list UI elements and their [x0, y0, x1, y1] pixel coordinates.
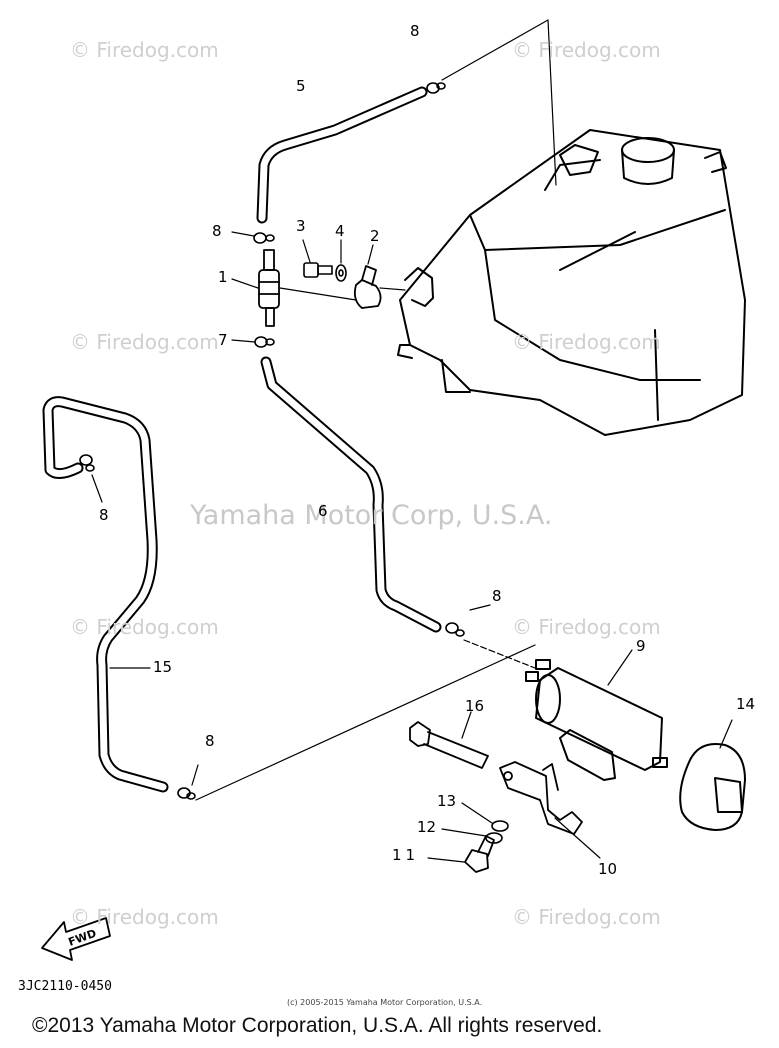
small-copyright: (c) 2005-2015 Yamaha Motor Corporation, …	[287, 998, 483, 1007]
washer-4	[335, 264, 347, 282]
fuel-tank-outline	[397, 129, 746, 436]
callout-5: 5	[296, 77, 306, 95]
bolt-11	[464, 835, 495, 873]
callout-8: 8	[212, 222, 222, 240]
bracket-10	[499, 761, 583, 835]
tank-bracket	[404, 267, 434, 307]
callout-8: 8	[492, 587, 502, 605]
clip-8-top	[426, 82, 446, 94]
callout-8: 8	[410, 22, 420, 40]
watermark-firedog: © Firedog.com	[70, 330, 219, 354]
clamp-2	[353, 265, 382, 309]
watermark-firedog: © Firedog.com	[512, 330, 661, 354]
watermark-firedog: © Firedog.com	[512, 615, 661, 639]
callout-8: 8	[99, 506, 109, 524]
watermark-yamaha: Yamaha Motor Corp, U.S.A.	[190, 500, 553, 531]
fuel-tank-cap	[621, 137, 675, 185]
clip-8-middle	[445, 622, 465, 637]
callout-6: 6	[318, 502, 328, 520]
callout-8: 8	[205, 732, 215, 750]
fuel-filter-1	[258, 249, 280, 327]
footer-copyright: ©2013 Yamaha Motor Corporation, U.S.A. A…	[32, 1014, 603, 1037]
callout-3: 3	[296, 217, 306, 235]
leader-top-clip	[441, 19, 549, 81]
callout-1: 1	[218, 268, 228, 286]
callout-14: 14	[736, 695, 756, 713]
tank-neck	[704, 151, 727, 173]
fwd-arrow	[41, 917, 111, 961]
watermark-firedog: © Firedog.com	[70, 905, 219, 929]
fuel-pump-9	[525, 659, 668, 781]
bolt-3	[303, 262, 333, 278]
callout-16: 16	[465, 697, 485, 715]
clip-8-bottom	[177, 787, 196, 800]
callout-2: 2	[370, 227, 380, 245]
hose-5	[256, 86, 428, 224]
part-code: 3JC2110-0450	[18, 979, 112, 994]
callout-10: 10	[598, 860, 618, 878]
washer-13	[491, 820, 509, 832]
callout-12: 12	[417, 818, 437, 836]
callout-15: 15	[153, 658, 173, 676]
cover-14	[679, 743, 746, 831]
watermark-firedog: © Firedog.com	[70, 615, 219, 639]
callout-13: 13	[437, 792, 457, 810]
callout-4: 4	[335, 222, 345, 240]
watermark-firedog: © Firedog.com	[512, 38, 661, 62]
watermark-firedog: © Firedog.com	[70, 38, 219, 62]
callout-9: 9	[636, 637, 646, 655]
clip-8-left	[79, 454, 95, 472]
clip-8-upper	[253, 232, 275, 244]
clip-7	[254, 336, 275, 348]
callout-11: 11	[392, 846, 420, 864]
watermark-firedog: © Firedog.com	[512, 905, 661, 929]
callout-7: 7	[218, 331, 228, 349]
bolt-16	[409, 721, 489, 769]
